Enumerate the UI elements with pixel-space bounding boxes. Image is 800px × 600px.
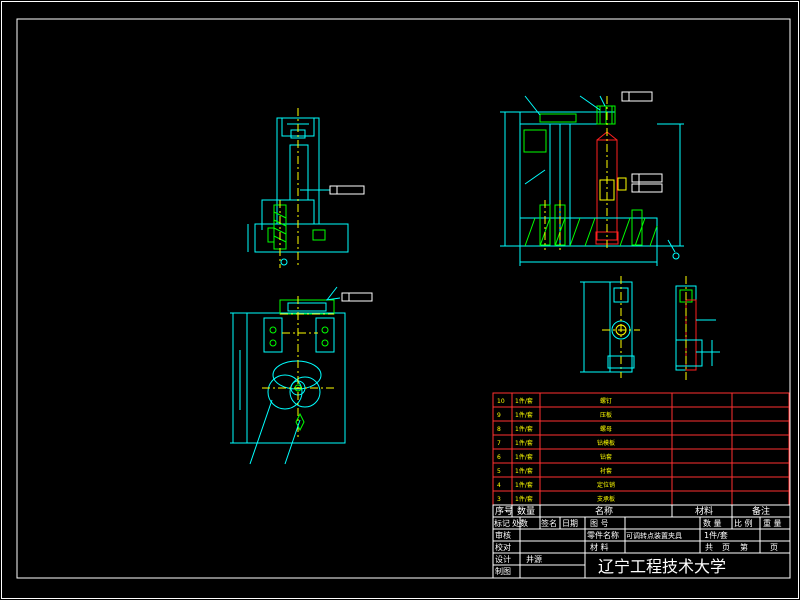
bom-cell-no: 3	[497, 496, 501, 503]
tb-part-name: 可调转点装置夹具	[626, 531, 682, 540]
tb-weight: 重 量	[763, 518, 782, 528]
tb-total: 共	[705, 543, 713, 552]
bom-header-material: 材料	[695, 505, 713, 517]
bom-cell-no: 5	[497, 468, 501, 475]
bom-row: 10 1件/套 螺钉	[497, 397, 612, 405]
bom-cell-name: 衬套	[600, 467, 612, 475]
bom-cell-qty: 1件/套	[515, 453, 533, 461]
tb-drawing-no: 图 号	[590, 519, 609, 528]
tb-mark: 标记	[494, 518, 510, 528]
plan-view	[230, 286, 373, 465]
bom-header-qty: 数量	[517, 505, 535, 517]
tb-scale: 比 例	[734, 518, 753, 528]
bom-cell-qty: 1件/套	[515, 439, 533, 447]
tb-role-2: 设计	[495, 554, 511, 564]
bom-cell-name: 螺母	[600, 425, 612, 433]
bom-header-no: 序号	[495, 505, 513, 517]
tb-role-1: 校对	[495, 542, 511, 552]
bom-cell-no: 7	[497, 440, 501, 447]
tb-count: 处数	[512, 518, 528, 528]
bom-cell-no: 9	[497, 412, 501, 419]
bom-cell-qty: 1件/套	[515, 425, 533, 433]
bom-header-name: 名称	[595, 505, 613, 517]
bom-cell-no: 6	[497, 454, 501, 461]
section-view	[500, 91, 684, 266]
tb-page2: 页	[770, 543, 778, 552]
school-name: 辽宁工程技术大学	[598, 557, 726, 576]
tb-designer: 井源	[526, 554, 542, 564]
tb-page: 页	[722, 543, 730, 552]
tb-role-3: 制图	[495, 566, 511, 576]
bom-cell-qty: 1件/套	[515, 481, 533, 489]
bom-cell-no: 4	[497, 482, 501, 489]
bom-cell-name: 钻套	[600, 453, 612, 461]
bom-table	[492, 392, 790, 506]
bom-row: 3 1件/套 支承板	[497, 495, 615, 503]
tb-qty: 数 量	[703, 518, 722, 528]
tb-date: 日期	[562, 519, 578, 528]
bom-header-remark: 备注	[752, 505, 770, 517]
front-view	[247, 108, 365, 268]
bom-cell-name: 定位销	[597, 481, 615, 489]
tb-role-0: 审核	[495, 530, 511, 540]
bom-cell-name: 螺钉	[600, 397, 612, 405]
tb-no: 第	[740, 542, 748, 552]
bom-cell-name: 钻模板	[597, 439, 615, 447]
title-block	[492, 504, 791, 579]
bom-row: 5 1件/套 衬套	[497, 467, 612, 475]
bom-cell-no: 10	[497, 398, 505, 405]
tb-material-label: 材 料	[590, 542, 609, 552]
bom-row: 4 1件/套 定位销	[497, 481, 615, 489]
inner-frame	[16, 18, 791, 579]
bom-cell-qty: 1件/套	[515, 411, 533, 419]
bom-cell-qty: 1件/套	[515, 467, 533, 475]
bom-cell-qty: 1件/套	[515, 495, 533, 503]
tb-part-name-label: 零件名称	[587, 530, 619, 540]
bom-row: 6 1件/套 钻套	[497, 453, 612, 461]
bom-row: 9 1件/套 压板	[497, 411, 612, 419]
tb-sign: 签名	[541, 518, 557, 528]
part-detail-views	[580, 276, 720, 380]
tb-unit: 1件/套	[704, 530, 728, 540]
bom-row: 8 1件/套 螺母	[497, 425, 612, 433]
bom-cell-name: 支承板	[597, 495, 615, 503]
bom-row: 7 1件/套 钻模板	[497, 439, 615, 447]
bom-cell-name: 压板	[600, 411, 612, 419]
bom-cell-no: 8	[497, 426, 501, 433]
bom-cell-qty: 1件/套	[515, 397, 533, 405]
